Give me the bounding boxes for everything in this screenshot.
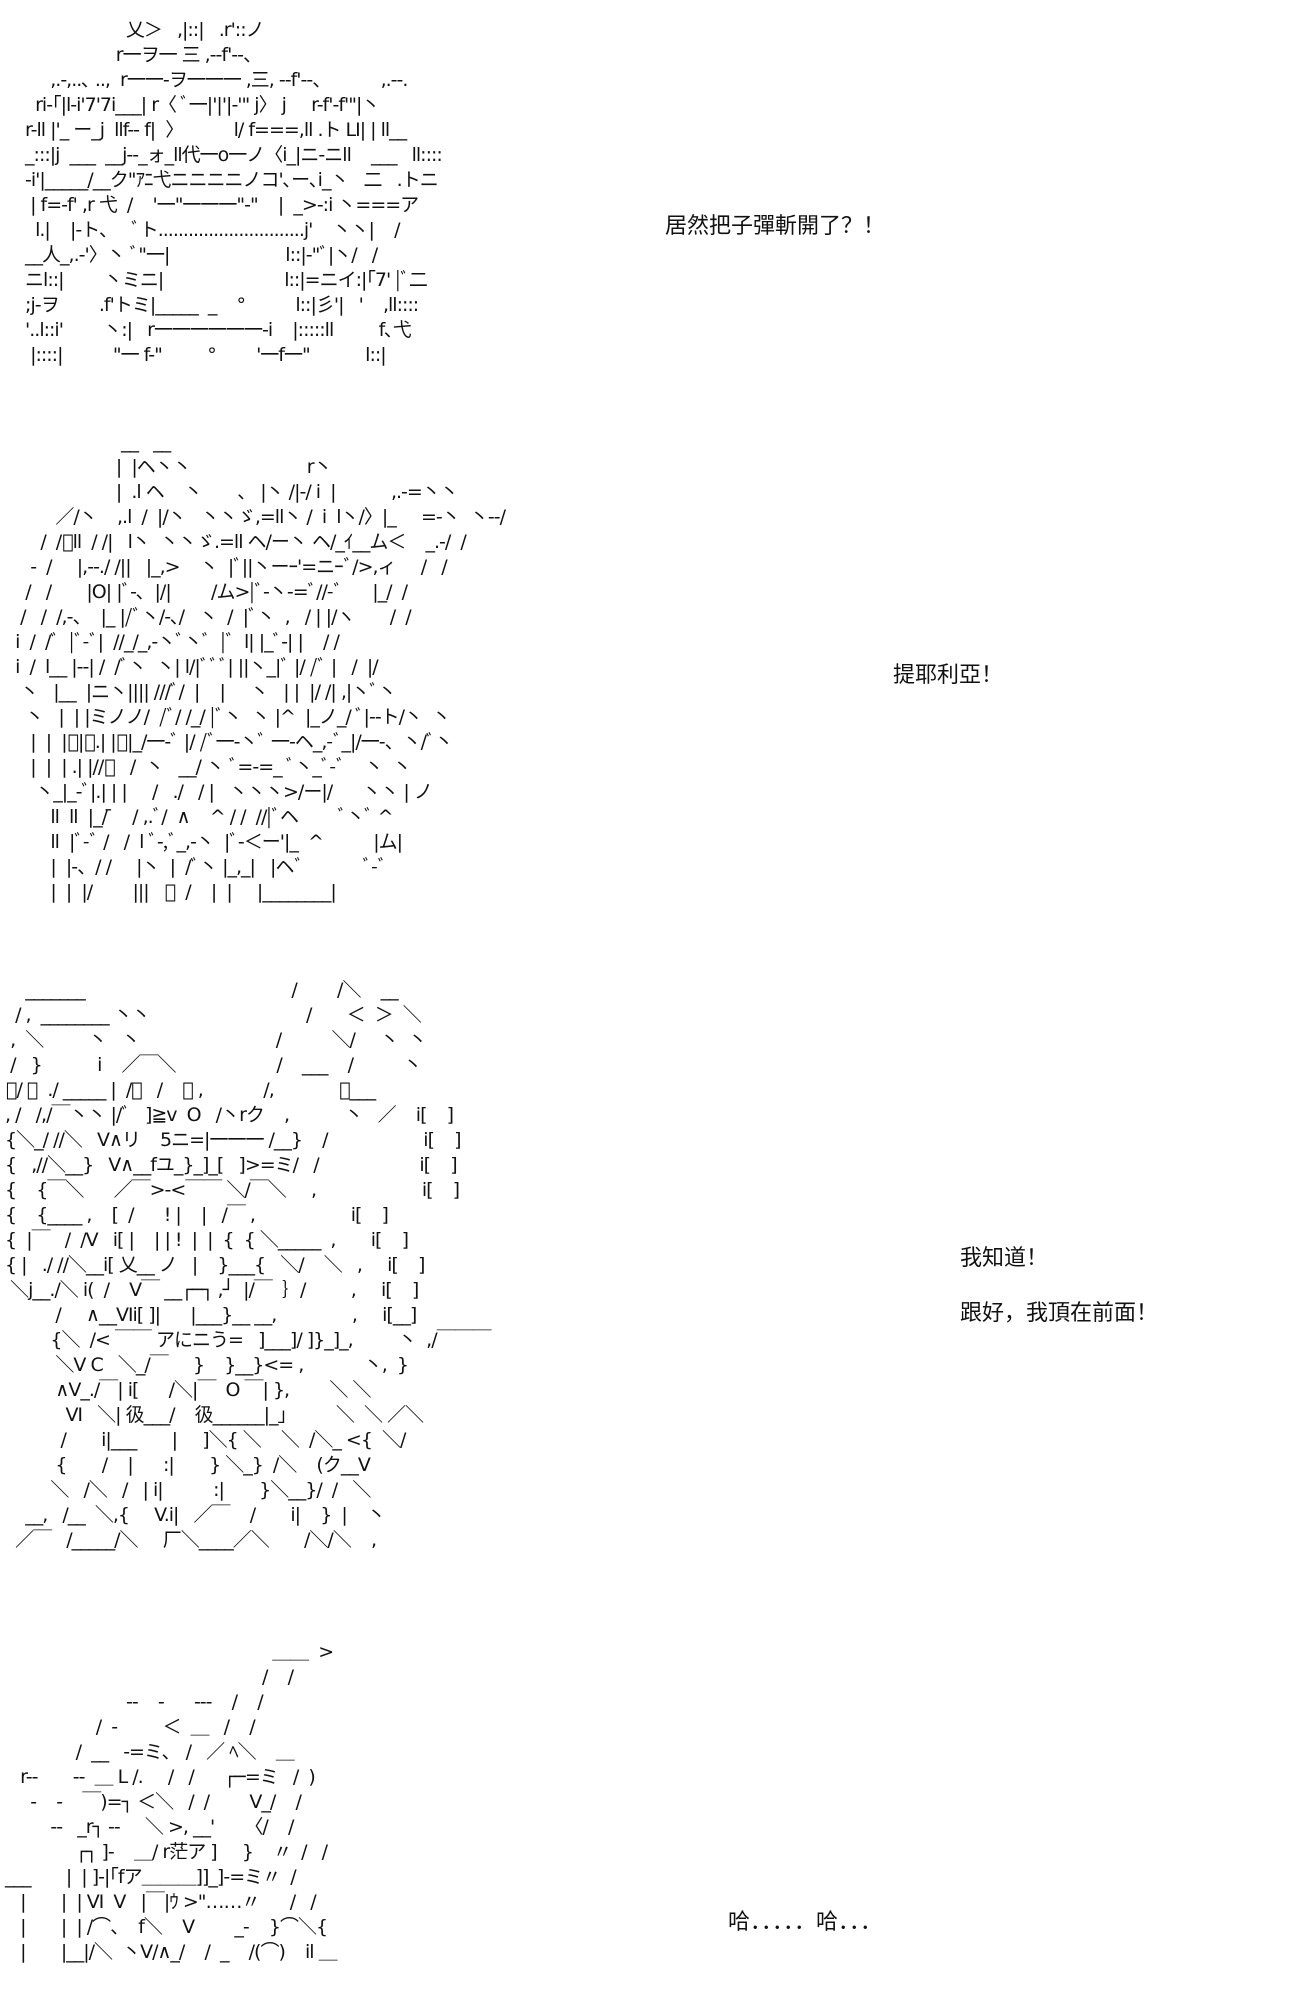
ascii-art-line: -- _r┐ -- ＼ >, __' 〈/ / <box>0 1816 294 1838</box>
ascii-art-line: { {￣＼ ／￣>-<￣￣ ＼/￣＼ , i[ ] <box>0 1179 460 1201</box>
dialogue-line: 哈．．．．．哈．．． <box>728 1910 883 1935</box>
ascii-art-line: 丶 |__ |ニ丶|||| ///ﾞ/ | | 丶 | | |/ /| ,|丶ﾞ… <box>0 681 397 703</box>
ascii-art-line: Ⅵ ＼| 彶___/ 彶______|_」 ＼ ＼ ／＼ <box>0 1404 424 1426</box>
ascii-art-line: ;j-ヲ .f'トミ|_____ _ ° l::|彡'| ' ,ll:::: <box>20 294 419 316</box>
ascii-art-line: / / |O| |ﾞ-､ |/| /ム>|ﾞ-丶-=ﾞ//-ﾞ |_/ / <box>0 581 408 603</box>
ascii-art-line: '..l::i' 丶:| r一一一一一一-i |:::::ll f､弋 <box>20 319 412 341</box>
ascii-art-line: i / /ﾞ |ﾞ-ﾞ| //_/_,-丶ﾞ丶ﾞ |ﾞ l| |_ﾞ-| | /… <box>0 631 340 653</box>
ascii-art-line: ／￣ /_____/＼ 厂＼____／＼ /＼/＼ , <box>0 1529 377 1551</box>
ascii-art-line: { ,//＼__} V∧__fユ_}_]_[ ]>=ミ/ / i[ ] <box>0 1154 458 1176</box>
ascii-art-line: ,.-,..､ .., r一一-ヲ一一一 ,三, --f'--、 ,.--. <box>20 69 408 91</box>
ascii-art-line: ＼V C ＼_/￣ } }__}<= , 丶, } <box>0 1354 409 1376</box>
ascii-art-line: | | | .| |//ﾞ / 丶 __/ 丶 ﾞ=-=_ ﾞ丶_ﾞ-ﾞ 丶 丶 <box>0 756 411 778</box>
dialogue-line: 居然把子彈斬開了？！ <box>665 214 886 239</box>
ascii-art-line: ＿＿ > <box>0 1641 334 1663</box>
ascii-art-line: / i|___ | ]＼{ ＼ ＼ /＼_ <{ ＼/ <box>0 1429 406 1451</box>
ascii-art-line: | |ヘ丶丶 r丶 <box>0 456 333 478</box>
ascii-art-line: / - ＜ ＿ / / <box>0 1716 256 1738</box>
ascii-art-line: / } i ／￣＼ / ___ / 丶 <box>0 1054 422 1076</box>
ascii-art-line: - / |,--./ /|| |_,> 丶 |ﾞ||丶ーｰ'=ニｰﾞ/>,ィ /… <box>0 556 447 578</box>
ascii-art-line: ﾞ/ ＼ ./ _____ | /￣ / ＼ , /, ＼___ <box>0 1079 376 1101</box>
ascii-art-line: __ __ <box>0 431 171 453</box>
ascii-art-line: / /ﾞll / /| l丶 丶丶ゞ.=ll ヘ/ー丶 ヘ/_ｲ__ム＜ _.-… <box>0 531 466 553</box>
ascii-art-line: {＼_/ //＼ V∧リ 5ニ=|一一一 /__} / i[ ] <box>0 1129 462 1151</box>
ascii-art-line: , / /,/￣丶丶 |/ﾞ ]≧v O /丶rク , 丶 ／ i[ ] <box>0 1104 454 1126</box>
ascii-art-line: { | ./ //＼__i[ 乂__ ノ | }___{ ＼/ ＼ , i[ ] <box>0 1254 425 1276</box>
ascii-art-line: l.| |-ト、 ﾞト.............................… <box>20 219 400 241</box>
dialogue-line: 我知道！ <box>960 1246 1049 1271</box>
ascii-art-line: , ＼ 丶 丶 / ＼/ 丶 丶 <box>0 1029 427 1051</box>
ascii-art-line: ll ll |_/ ̄ / ,.ﾞ/ ∧ ^ / / //|ﾞヘ ﾞ丶ﾞ ^ <box>0 806 393 828</box>
ascii-art-line: ∧V_./￣| i[ /＼|￣ O ￣| }, ＼ ＼ <box>0 1379 371 1401</box>
ascii-art-line: / , ________ 丶丶 / ＜ ＞ ＼ <box>0 1004 422 1026</box>
ascii-art-panel-3: _______ / /＼ __ / , ________ 丶丶 / ＜ ＞ ＼ … <box>0 978 492 1553</box>
ascii-art-line: _:::|j ___ __j--_ォ_ll代一o一ノ〈i_|ニ-ニll ___ … <box>20 144 443 166</box>
dialogue-line: 跟好，我頂在前面！ <box>960 1301 1159 1326</box>
ascii-art-line: - - ￣)=┐ ＜＼ / / V_/ / <box>0 1791 302 1813</box>
ascii-art-line: | |__|/＼ 丶V/∧_/ / _ /(⌒) il ＿ <box>0 1941 337 1963</box>
ascii-art-line: | |-、/ / |丶 | /ﾞ丶 |_,_| |ヘﾞ ﾞ-ﾞ <box>0 856 387 878</box>
ascii-art-line: { |￣ / /V i[ | | | ! | | { { ＼_____ , i[… <box>0 1229 409 1251</box>
ascii-art-line: 丶 | | |ミノノ/ /ﾞ/ /_/ |ﾞ丶 丶 |^ |_ノ_/ ﾞ|--ト… <box>0 706 451 728</box>
ascii-art-line: r-ll |'_ ー_j llf-- f| 〉 l/ f===,ll .ト LI… <box>20 119 407 141</box>
ascii-art-line: | | | Ⅵ V |￣|ｳ >"……〃 / / <box>0 1891 316 1913</box>
ascii-art-line: ＼ /＼ / | i| :| }＼__}/ / ＼ <box>0 1479 371 1501</box>
ascii-art-line: { / | :| } ＼_} /＼ (ク__V <box>0 1454 370 1476</box>
ascii-art-panel-4: ＿＿ > / / -- - --- / / / - ＜ ＿ / / / __ -… <box>0 1640 338 1965</box>
ascii-art-line: | | |ﾞ|ﾞ.| |ﾞ|_/一-ﾞ |/ /ﾞ一-丶ﾞ 一-ヘ_,-ﾞ_|/… <box>0 731 453 753</box>
ascii-art-panel-2: __ __ | |ヘ丶丶 r丶 | .l ヘ 丶 、 |丶 /|-/ i | ,… <box>0 430 506 905</box>
ascii-art-line: 乂＞ ,|::| .r'::ノ <box>20 19 265 41</box>
ascii-art-line: ニl::| 丶ミニ| l::|=ニイ:|｢7' |ﾞ二 <box>20 269 428 291</box>
ascii-art-line: ┌┐ ]- ＿/ r茫ア ] } 〃 / / <box>0 1841 329 1863</box>
ascii-art-line: r一ヲ一 三 ,--f'--、 <box>20 44 262 66</box>
ascii-art-line: ／/丶 ,.l / |/丶 丶丶ゞ,=ll丶 / i l丶/〉|_ =-丶 丶-… <box>0 506 506 528</box>
ascii-art-line: __, /__ ＼,{ V.i| ／￣ / i| } | 丶 <box>0 1504 386 1526</box>
ascii-art-line: __人_,.-'〉丶 ﾞ"一| l::|-"ﾞ|丶/ / <box>20 244 378 266</box>
ascii-art-line: | | |/ ||| ﾞ / | | |________| <box>0 881 336 903</box>
ascii-art-line: ri-｢|l-i'7'7i___| r〈 ﾞ一|'|'|-'" j〉 j r-f… <box>20 94 380 116</box>
ascii-art-line: {＼ /< ￣￣ アにニう= ]___]/ ]}_]_, 丶 ,/￣￣￣ <box>0 1329 491 1351</box>
ascii-art-line: | .l ヘ 丶 、 |丶 /|-/ i | ,.-=丶丶 <box>0 481 459 503</box>
ascii-art-line: _______ / /＼ __ <box>0 979 398 1001</box>
ascii-art-line: 丶_|_-ﾞ|.| | | / ./ / | 丶丶丶>/ー|/ 丶丶 | ノ <box>0 781 433 803</box>
dialogue-line: 提耶利亞！ <box>893 663 1004 688</box>
ascii-art-line: |::::| "一 f-" ° '一f一" l::| <box>20 344 387 366</box>
ascii-art-line: / ∧__Ⅵi[ ]| |___}__ __, , i[__] <box>0 1304 417 1326</box>
ascii-art-line: ＼j__./＼ i( / V￣ __┌─┐ ,┘ |/￣ ｝/ , i[ ] <box>0 1279 419 1301</box>
ascii-art-line: ___ | | ]-|｢fア＿＿＿]]_]-=ミ〃 / <box>0 1866 297 1888</box>
ascii-art-line: -- - --- / / <box>0 1691 264 1713</box>
ascii-art-line: ll |ﾞ-ﾞ / / l ﾞ-,ﾞ_,-丶 |ﾞ-＜ー'|_ ^ |ム| <box>0 831 403 853</box>
ascii-art-panel-1: 乂＞ ,|::| .r'::ノ r一ヲ一 三 ,--f'--、 ,.-,..､ … <box>20 18 443 368</box>
ascii-art-line: | | | /⌒、 f＼ V _- }⌒＼{ <box>0 1916 328 1938</box>
ascii-art-line: / __ -=ミ､ / ／ ﾍ＼ ＿ <box>0 1741 295 1763</box>
ascii-art-line: -i'|_____/__ク"ｱﾆ弋ニニニニノコ'､ー､i_丶 二 .トニ <box>20 169 439 191</box>
ascii-art-line: { {____ , [ / ! | | /￣ , i[ ] <box>0 1204 389 1226</box>
ascii-art-line: | f=-f' ,r 弋 / '一"一一一"-" | _>-:i 丶===ア <box>20 194 419 216</box>
ascii-art-line: / / /,-、 |_ |/ﾞ丶/-､/ 丶 / |ﾞ丶 , / | |/ヽ /… <box>0 606 411 628</box>
ascii-art-line: i / l__ |--| / /ﾞ丶 丶| l/|ﾞﾞﾞ| ||丶_|ﾞ |/ … <box>0 656 379 678</box>
ascii-art-line: r-- -- ＿ L /. / / ┌─=ミ / ) <box>0 1766 316 1788</box>
ascii-art-line: / / <box>0 1666 294 1688</box>
